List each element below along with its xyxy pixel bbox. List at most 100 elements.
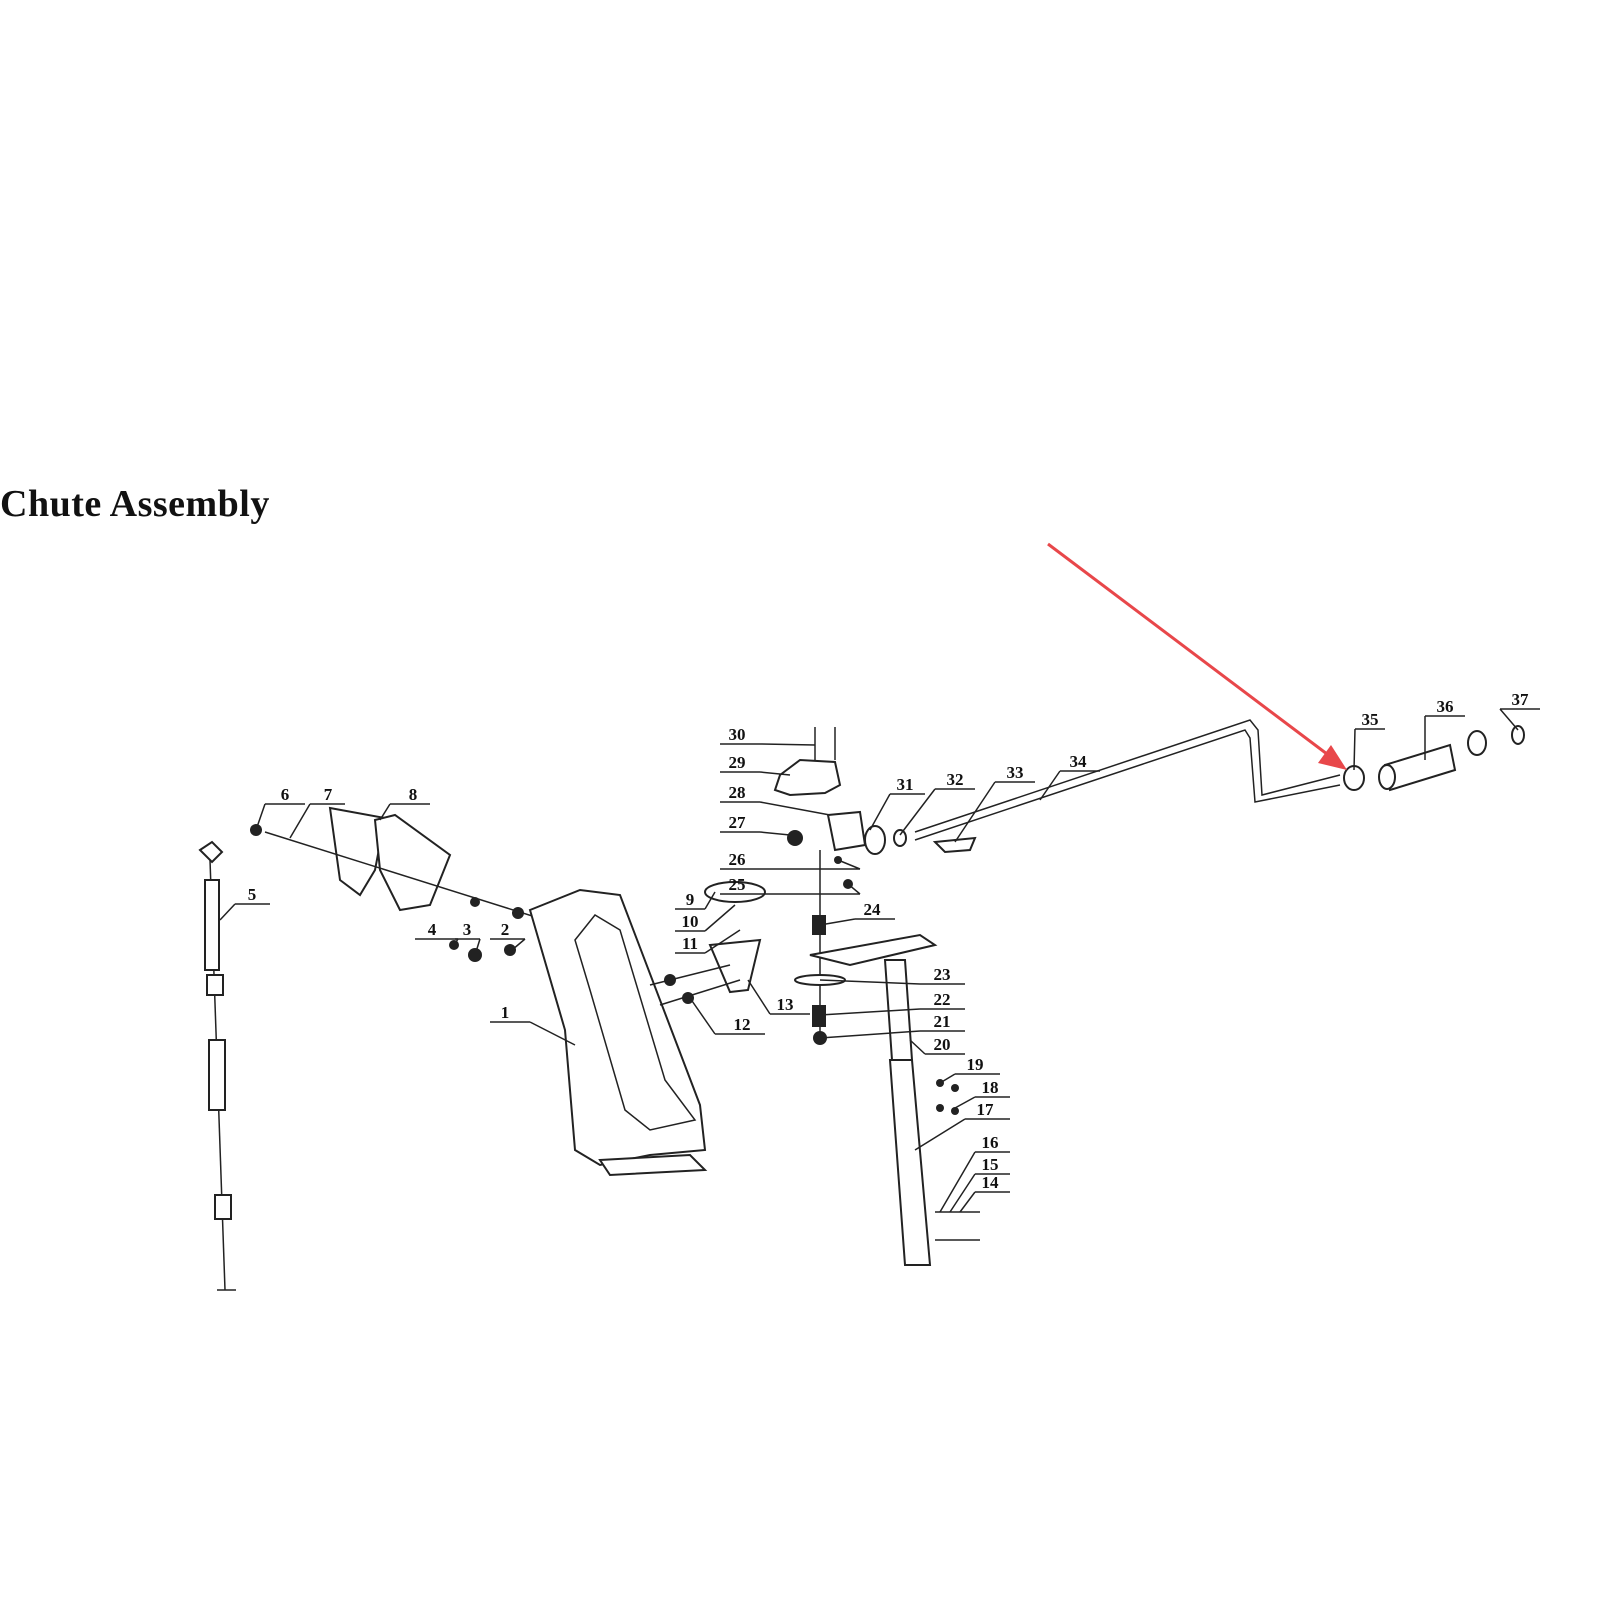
leader-line — [720, 743, 816, 746]
part-number-label: 17 — [977, 1100, 995, 1119]
leader-line — [455, 938, 481, 956]
part-callout-10: 10 — [675, 904, 736, 932]
part-callout-31: 31 — [869, 775, 925, 831]
part-number-label: 36 — [1437, 697, 1454, 716]
part-callout-28: 28 — [720, 783, 831, 816]
part-callout-35: 35 — [1353, 710, 1385, 771]
diagram-title: Chute Assembly — [0, 483, 270, 525]
leader-line — [689, 997, 765, 1035]
leader-line — [720, 771, 791, 776]
leader-line — [379, 803, 430, 821]
part-callout-36: 36 — [1424, 697, 1465, 760]
part-callout-27: 27 — [720, 813, 791, 836]
leader-line — [1353, 728, 1385, 771]
leader-line — [675, 904, 736, 932]
part-number-label: 32 — [947, 770, 964, 789]
part-callout-22: 22 — [819, 990, 965, 1016]
part-callout-24: 24 — [819, 900, 895, 926]
part-8-deflector — [250, 806, 546, 921]
leader-line — [949, 1173, 1010, 1213]
part-callout-1: 1 — [490, 1003, 576, 1046]
part-callout-34: 34 — [1039, 752, 1100, 801]
part-29-cap — [773, 727, 842, 797]
part-number-label: 35 — [1362, 710, 1379, 729]
part-callout-25: 25 — [720, 875, 861, 895]
part-number-label: 29 — [729, 753, 746, 772]
part-number-label: 26 — [729, 850, 746, 869]
part-number-label: 20 — [934, 1035, 951, 1054]
part-number-label: 21 — [934, 1012, 951, 1031]
part-callout-23: 23 — [819, 965, 965, 985]
part-number-label: 9 — [686, 890, 695, 909]
part-number-label: 10 — [682, 912, 699, 931]
leader-line — [869, 793, 925, 831]
part-number-label: 14 — [982, 1173, 1000, 1192]
leader-line — [219, 903, 270, 921]
part-number-label: 7 — [324, 785, 333, 804]
part-callout-17: 17 — [914, 1100, 1010, 1151]
part-callout-30: 30 — [720, 725, 816, 746]
leader-line — [747, 979, 810, 1015]
leader-line — [415, 938, 459, 946]
part-callout-5: 5 — [219, 885, 270, 921]
part-number-label: 18 — [982, 1078, 999, 1097]
part-callout-18: 18 — [954, 1078, 1010, 1109]
part-callout-15: 15 — [949, 1155, 1010, 1213]
part-number-label: 5 — [248, 885, 257, 904]
part-number-label: 2 — [501, 920, 510, 939]
part-callout-12: 12 — [689, 997, 765, 1035]
part-number-label: 12 — [734, 1015, 751, 1034]
leader-line — [939, 1151, 1010, 1213]
part-number-label: 25 — [729, 875, 746, 894]
part-callout-6: 6 — [255, 785, 305, 831]
leader-line — [954, 781, 1035, 843]
leader-line — [720, 883, 861, 895]
part-number-label: 37 — [1512, 690, 1530, 709]
leader-line — [899, 788, 975, 836]
part-1-chute-body — [528, 888, 708, 1177]
part-callout-16: 16 — [939, 1133, 1010, 1213]
leader-line — [720, 859, 861, 870]
leader-line — [939, 1073, 1000, 1084]
part-callout-29: 29 — [720, 753, 791, 776]
leader-line — [819, 1030, 965, 1039]
leader-line — [819, 979, 965, 985]
leader-line — [675, 891, 716, 910]
part-callout-33: 33 — [954, 763, 1035, 843]
leader-line — [819, 1008, 965, 1016]
part-number-label: 31 — [897, 775, 914, 794]
leader-line — [1424, 715, 1465, 760]
part-callout-21: 21 — [819, 1012, 965, 1039]
part-callout-32: 32 — [899, 770, 975, 836]
parts-drawing — [198, 719, 1525, 1291]
leader-line — [490, 938, 526, 951]
part-number-label: 1 — [501, 1003, 510, 1022]
leader-line — [490, 1021, 576, 1046]
part-callout-9: 9 — [675, 890, 716, 910]
part-number-label: 6 — [281, 785, 290, 804]
leader-line — [914, 1118, 1010, 1151]
part-callout-14: 14 — [959, 1173, 1010, 1213]
leader-line — [819, 918, 895, 926]
part-number-label: 19 — [967, 1055, 984, 1074]
part-34-rod — [914, 719, 1341, 854]
part-number-label: 33 — [1007, 763, 1024, 782]
leader-line — [675, 929, 741, 954]
leader-line — [954, 1096, 1010, 1109]
leader-line — [1499, 708, 1540, 731]
part-number-label: 16 — [982, 1133, 999, 1152]
part-number-label: 4 — [428, 920, 437, 939]
part-number-label: 28 — [729, 783, 746, 802]
part-callout-19: 19 — [939, 1055, 1000, 1084]
leader-line — [959, 1191, 1010, 1213]
part-number-label: 23 — [934, 965, 951, 984]
leader-line — [255, 803, 305, 831]
part-number-label: 3 — [463, 920, 472, 939]
leader-line — [720, 801, 831, 816]
part-number-label: 13 — [777, 995, 794, 1014]
part-17-post — [883, 959, 932, 1266]
part-5-cable — [198, 840, 236, 1291]
part-number-label: 27 — [729, 813, 747, 832]
